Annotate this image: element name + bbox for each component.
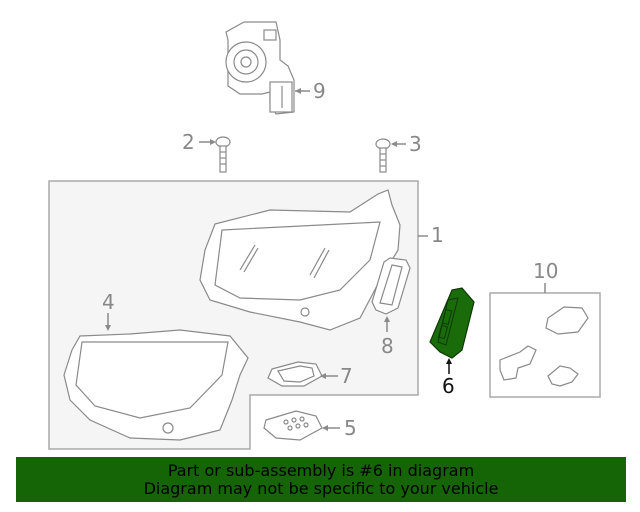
callout-7[interactable]: 7	[340, 364, 353, 388]
callout-4[interactable]: 4	[102, 290, 115, 314]
banner-line-2: Diagram may not be specific to your vehi…	[143, 479, 499, 498]
bolt-part-3[interactable]	[375, 138, 391, 173]
headlamp-part-1[interactable]	[199, 189, 401, 331]
bracket-kit-part-10[interactable]	[499, 306, 589, 387]
callout-3[interactable]: 3	[409, 132, 422, 156]
callout-10[interactable]: 10	[533, 259, 559, 283]
callout-6[interactable]: 6	[442, 374, 455, 398]
led-module-part-6[interactable]	[429, 287, 475, 359]
bolt-part-2[interactable]	[215, 136, 231, 173]
callout-8[interactable]: 8	[381, 334, 394, 358]
info-banner: Part or sub-assembly is #6 in diagram Di…	[16, 457, 626, 502]
control-module-part-5[interactable]	[263, 410, 323, 441]
headlamp-part-4[interactable]	[63, 329, 249, 441]
banner-line-1: Part or sub-assembly is #6 in diagram	[167, 461, 475, 480]
bracket-kit-panel	[489, 292, 601, 398]
callout-1[interactable]: 1	[431, 223, 444, 247]
callout-2[interactable]: 2	[182, 130, 195, 154]
cooling-fan-part-9[interactable]	[225, 21, 295, 115]
callout-9[interactable]: 9	[313, 79, 326, 103]
callout-5[interactable]: 5	[344, 416, 357, 440]
gasket-part-7[interactable]	[267, 361, 323, 387]
gasket-part-8[interactable]	[371, 257, 411, 315]
